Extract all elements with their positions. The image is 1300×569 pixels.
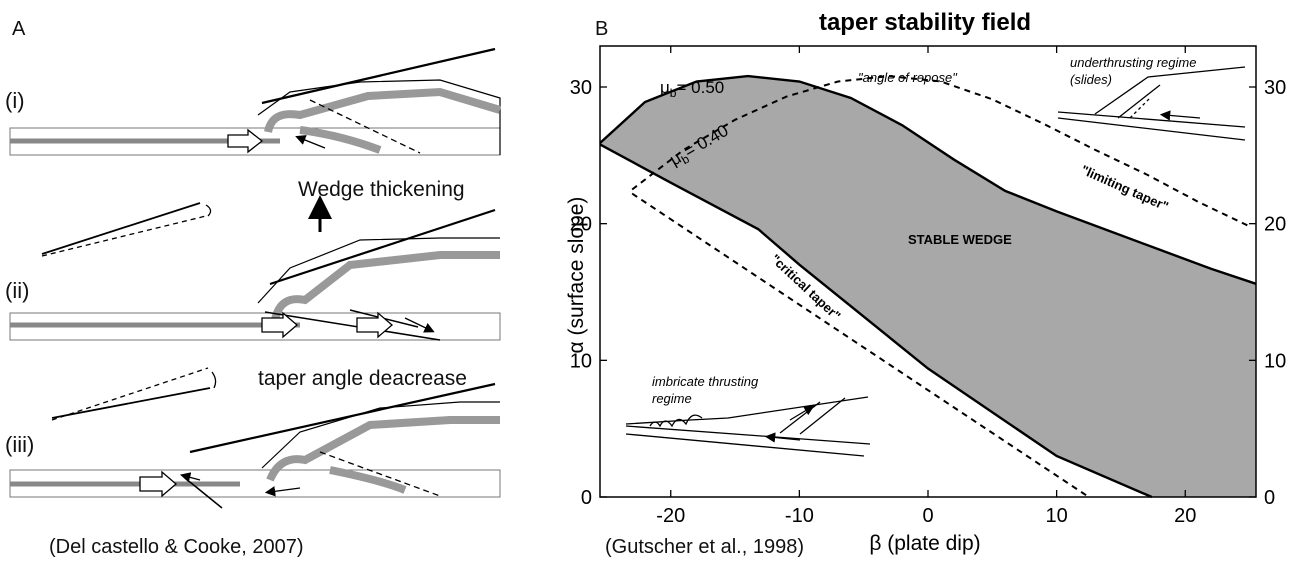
panel-b-letter: B xyxy=(595,18,609,40)
chart-title: taper stability field xyxy=(819,9,1031,36)
stage-i-dashed-fault xyxy=(309,99,421,154)
stage-ii-thrust-1 xyxy=(264,311,441,341)
sketch1-dashed xyxy=(41,215,207,257)
stage-ii-push-arrow-2 xyxy=(356,311,393,339)
wedge-thickening-note: Wedge thickening xyxy=(298,178,465,201)
stable-region-group xyxy=(599,74,1257,499)
credit-del-castello: (Del castello & Cooke, 2007) xyxy=(49,536,304,558)
x-tick-label: 0 xyxy=(922,505,933,527)
underthrusting-inset xyxy=(1057,66,1246,141)
credit-gutscher: (Gutscher et al., 1998) xyxy=(605,536,804,558)
imbricate-inset xyxy=(625,396,871,457)
y-tick-label-left: 20 xyxy=(570,214,592,236)
mu-050-label: μb= 0.50 xyxy=(660,78,724,100)
taper-sketch-2 xyxy=(51,367,217,421)
imbricate-scallops xyxy=(649,414,703,428)
imbricate-top-line xyxy=(625,396,869,425)
sketch2-solid xyxy=(51,387,211,419)
underthrusting-label-2: (slides) xyxy=(1070,72,1112,87)
imbricate-base-2 xyxy=(625,433,865,457)
stage-i-fold-gray-bed xyxy=(264,87,502,134)
stage-iii-slip-arrow-1 xyxy=(179,472,201,483)
imbricate-label-2: regime xyxy=(652,391,692,406)
underthrust-base-2 xyxy=(1057,117,1246,141)
stage-ii-fold-outline xyxy=(257,237,500,304)
imbricate-thrust-arrow xyxy=(789,405,815,421)
underthrust-arrow xyxy=(1159,110,1201,121)
x-tick-label: -20 xyxy=(656,505,685,527)
stage-iii-fold-outline xyxy=(261,401,500,469)
taper-sketch-1 xyxy=(41,202,212,257)
imbricate-base-1 xyxy=(625,425,871,445)
chart-axes: -20 -10 0 10 20 0 0 10 10 20 20 30 30 xyxy=(570,45,1286,527)
y-tick-label-left: 0 xyxy=(581,487,592,509)
stage-ii-slip-arrow xyxy=(404,317,435,333)
y-tick-label-right: 0 xyxy=(1264,487,1275,509)
x-axis-label: β (plate dip) xyxy=(869,532,980,555)
sketch2-dashed xyxy=(51,367,209,421)
sketch1-solid xyxy=(41,202,201,255)
underthrust-fault xyxy=(1117,84,1161,119)
imbricate-slip-arrow xyxy=(764,432,801,443)
mu-050-upper-curve xyxy=(599,74,1257,285)
stage-iii-thrust-1 xyxy=(184,477,223,509)
sketch1-angle-arc xyxy=(205,204,212,217)
stage-i-slip-arrow xyxy=(295,135,326,149)
panel-a-letter: A xyxy=(12,18,26,40)
sketch2-angle-arc xyxy=(211,371,217,389)
stage-iii-diagram xyxy=(9,382,501,509)
mu-050-lower-curve xyxy=(599,143,1153,499)
y-tick-label-right: 30 xyxy=(1264,77,1286,99)
stage-ii-topographic-slope xyxy=(269,208,496,286)
panel-a-diagrams xyxy=(9,47,502,509)
underthrust-top-line xyxy=(1094,66,1246,115)
x-tick-label: 20 xyxy=(1174,505,1196,527)
x-tick-label: 10 xyxy=(1046,505,1068,527)
stage-label-ii: (ii) xyxy=(5,278,30,303)
stage-i-push-arrow xyxy=(227,128,264,154)
stage-ii-fold-gray-bed xyxy=(271,251,500,321)
mu-040-lower-curve xyxy=(631,192,1090,498)
stable-field-fill xyxy=(600,76,1256,498)
y-axis-label: α (surface slope) xyxy=(565,197,588,354)
y-tick-label-left: 30 xyxy=(570,77,592,99)
limiting-taper-label: "limiting taper" xyxy=(1079,162,1171,214)
stable-wedge-label: STABLE WEDGE xyxy=(908,232,1012,247)
mu-040-upper-curve xyxy=(631,75,1250,228)
stage-iii-slip-arrow-2 xyxy=(264,486,301,497)
underthrust-dashed xyxy=(1129,97,1151,119)
y-tick-label-right: 20 xyxy=(1264,214,1286,236)
stage-iii-fold-gray-bed-lower xyxy=(329,466,407,494)
chart-plot-area: taper stability field -20 -10 0 10 20 0 0 10 10 2… xyxy=(565,9,1286,555)
imbricate-fault-2 xyxy=(799,397,846,435)
stage-iii-fold-gray-bed xyxy=(266,416,500,482)
stage-i-fold-gray-bed-lower xyxy=(299,126,382,154)
stage-iii-push-arrow xyxy=(139,470,177,498)
y-tick-label-right: 10 xyxy=(1264,350,1286,372)
stage-ii-push-arrow-1 xyxy=(261,311,298,339)
stage-label-iii: (iii) xyxy=(5,432,35,457)
angle-of-repose-label: "angle of repose" xyxy=(858,70,958,85)
underthrust-base-1 xyxy=(1057,111,1246,128)
stage-iii-dashed-fault xyxy=(319,451,441,497)
stage-ii-diagram xyxy=(9,208,501,341)
taper-angle-note: taper angle deacrease xyxy=(258,367,467,390)
x-tick-label: -10 xyxy=(785,505,814,527)
stage-label-i: (i) xyxy=(5,88,25,113)
stage-i-diagram xyxy=(9,47,502,156)
stage-i-topographic-slope xyxy=(261,47,496,105)
imbricate-label-1: imbricate thrusting xyxy=(652,374,759,389)
underthrusting-label-1: underthrusting regime xyxy=(1070,55,1196,70)
y-tick-label-left: 10 xyxy=(570,350,592,372)
stage-iii-topographic-slope xyxy=(189,382,496,454)
